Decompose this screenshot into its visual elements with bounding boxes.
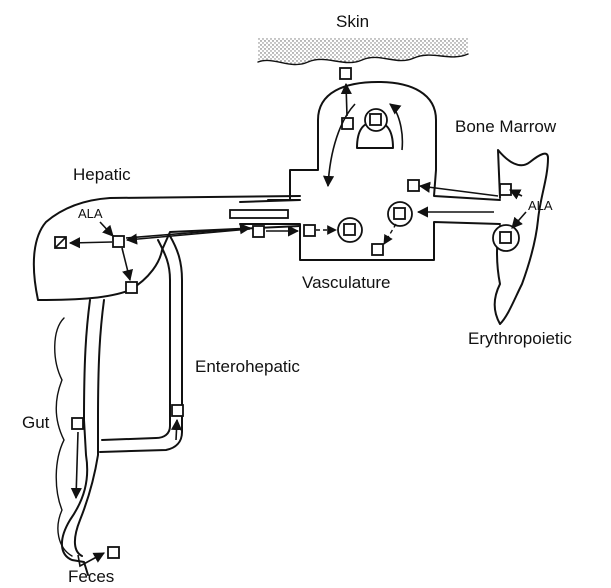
label-ala-liver: ALA [78, 206, 103, 221]
porphyrin-box-in-cell-right [394, 208, 405, 219]
label-gut: Gut [22, 413, 50, 432]
label-bone-marrow: Bone Marrow [455, 117, 557, 136]
vasculature-vessel [230, 82, 500, 260]
porphyrin-box-vessel-left [304, 225, 315, 236]
label-skin: Skin [336, 12, 369, 31]
flow-arrows [70, 84, 526, 566]
label-enterohepatic: Enterohepatic [195, 357, 300, 376]
porphyrin-box-bile [126, 282, 137, 293]
porphyrin-box-vessel-right [408, 180, 419, 191]
porphyrin-box-in-cell-top [370, 114, 381, 125]
skin-region [258, 38, 468, 65]
porphyrin-box-feces [108, 547, 119, 558]
enterohepatic-channel [55, 236, 182, 575]
porphyrin-box-enterohepatic [172, 405, 183, 416]
label-erythropoietic: Erythropoietic [468, 329, 572, 348]
porphyrin-box-liver [113, 236, 124, 247]
label-ala-marrow: ALA [528, 198, 553, 213]
porphyrin-box-in-cell-center [344, 224, 355, 235]
porphyrin-box-vessel-bottom [372, 244, 383, 255]
vessel-slit [230, 210, 288, 218]
porphyrin-box-in-cell-marrow [500, 232, 511, 243]
porphyrin-box-marrow [500, 184, 511, 195]
porphyrin-box-vessel-entry [253, 226, 264, 237]
porphyrin-box-gut [72, 418, 83, 429]
label-hepatic: Hepatic [73, 165, 131, 184]
porphyrin-box-skin [340, 68, 351, 79]
label-vasculature: Vasculature [302, 273, 391, 292]
label-feces: Feces [68, 567, 114, 586]
